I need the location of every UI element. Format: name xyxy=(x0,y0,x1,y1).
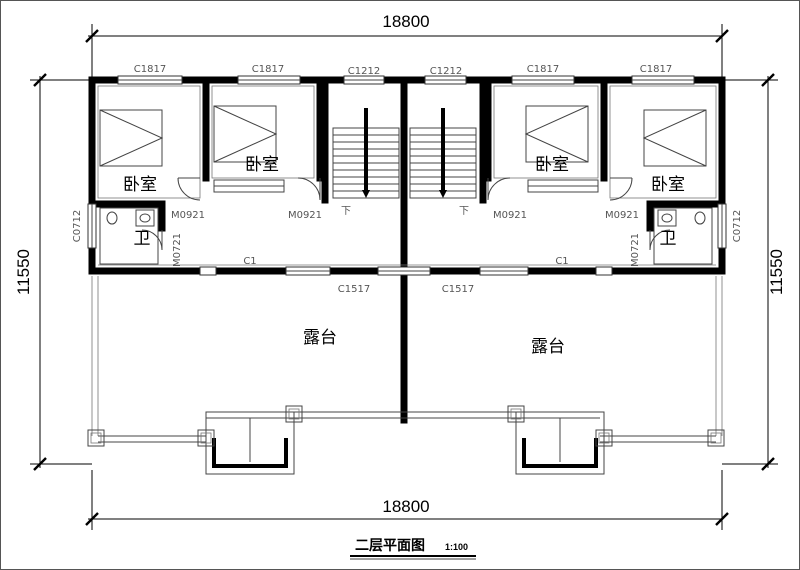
room-label-terrace-right: 露台 xyxy=(531,337,565,357)
drawing-scale: 1:100 xyxy=(445,542,468,552)
code-c1817-1: C1817 xyxy=(134,64,166,75)
room-label-bedroom-1: 卧室 xyxy=(123,175,157,195)
stair-down-left: 下 xyxy=(341,206,351,217)
room-label-bedroom-2: 卧室 xyxy=(245,155,279,175)
element-codes: C1817 C1817 C1212 C1212 C1817 C1817 M092… xyxy=(72,64,743,295)
dimension-right: 11550 xyxy=(722,73,786,471)
code-c1517-left: C1517 xyxy=(338,284,370,295)
room-label-bedroom-3: 卧室 xyxy=(535,155,569,175)
bottom-width-label: 18800 xyxy=(382,497,429,516)
code-m0721-left: M0721 xyxy=(172,233,183,267)
code-m0921-1: M0921 xyxy=(171,210,205,221)
room-labels: 卧室 卧室 卧室 卧室 卫 卫 露台 露台 下 下 xyxy=(123,155,685,357)
top-width-label: 18800 xyxy=(382,12,429,31)
code-c1212-2: C1212 xyxy=(430,66,462,77)
dimension-left: 11550 xyxy=(14,73,92,471)
terrace xyxy=(87,276,725,475)
drawing-title: 二层平面图 xyxy=(355,538,425,554)
room-label-bathroom-right: 卫 xyxy=(660,229,677,249)
stair-left xyxy=(332,108,400,199)
code-m0921-3: M0921 xyxy=(493,210,527,221)
code-c1517-right: C1517 xyxy=(442,284,474,295)
drawing-title-block: 二层平面图 1:100 xyxy=(350,538,476,560)
stair-right xyxy=(409,108,477,199)
room-label-bedroom-4: 卧室 xyxy=(651,175,685,195)
code-c1212-1: C1212 xyxy=(348,66,380,77)
code-m0921-2: M0921 xyxy=(288,210,322,221)
dimension-bottom: 18800 xyxy=(85,470,729,530)
right-height-label: 11550 xyxy=(767,249,786,295)
room-label-terrace-left: 露台 xyxy=(303,328,337,348)
room-label-bathroom-left: 卫 xyxy=(134,229,151,249)
doors xyxy=(141,177,671,251)
windows xyxy=(87,75,727,276)
furniture xyxy=(99,105,707,193)
left-height-label: 11550 xyxy=(14,249,33,295)
stair-down-right: 下 xyxy=(459,206,469,217)
code-c0712-right: C0712 xyxy=(732,210,743,242)
code-c1817-4: C1817 xyxy=(640,64,672,75)
walls xyxy=(88,76,726,424)
code-m0921-4: M0921 xyxy=(605,210,639,221)
bath-fixtures xyxy=(99,207,713,265)
code-m0721-right: M0721 xyxy=(630,233,641,267)
code-c1817-3: C1817 xyxy=(527,64,559,75)
dimension-top: 18800 xyxy=(85,12,729,78)
code-c0712-left: C0712 xyxy=(72,210,83,242)
code-c1-left: C1 xyxy=(243,256,256,267)
code-c1-right: C1 xyxy=(555,256,568,267)
code-c1817-2: C1817 xyxy=(252,64,284,75)
wall-inner-lines xyxy=(97,85,717,266)
